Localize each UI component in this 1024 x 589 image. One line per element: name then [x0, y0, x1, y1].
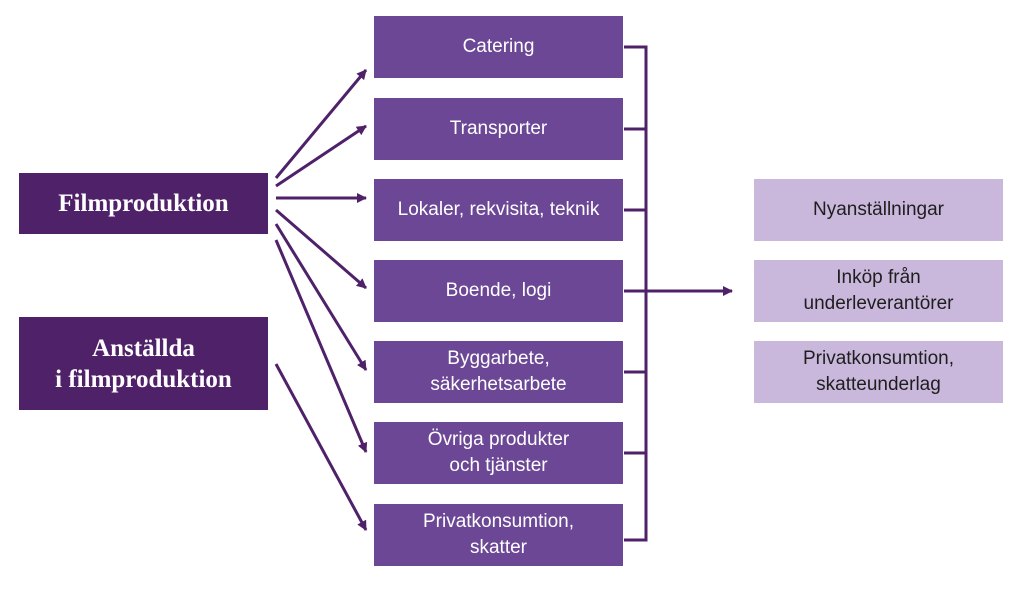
- category-box-privatkonsumtion: Privatkonsumtion, skatter: [374, 504, 623, 566]
- category-bracket: [624, 45, 648, 542]
- arrow-to-boende: [275, 208, 367, 290]
- source-box-anstallda: Anställda i filmproduktion: [19, 317, 268, 410]
- source-box-filmproduktion: Filmproduktion: [19, 173, 268, 234]
- category-box-boende: Boende, logi: [374, 260, 623, 322]
- outcome-box-nyanstallningar: Nyanställningar: [754, 179, 1003, 241]
- outcome-box-skatteunderlag: Privatkonsumtion, skatteunderlag: [754, 341, 1003, 403]
- arrow-to-ovriga: [274, 239, 368, 453]
- category-box-byggarbete: Byggarbete, säkerhetsarbete: [374, 341, 623, 403]
- category-box-catering: Catering: [374, 16, 623, 78]
- category-box-transporter: Transporter: [374, 98, 623, 160]
- outcome-box-inkop: Inköp från underleverantörer: [754, 260, 1003, 322]
- category-box-lokaler: Lokaler, rekvisita, teknik: [374, 179, 623, 241]
- arrow-to-byggarbete: [274, 223, 368, 371]
- arrow-to-transporter: [275, 124, 367, 188]
- arrow-to-catering: [274, 69, 368, 179]
- category-box-ovriga: Övriga produkter och tjänster: [374, 422, 623, 484]
- arrow-to-privatkonsumtion: [274, 363, 368, 531]
